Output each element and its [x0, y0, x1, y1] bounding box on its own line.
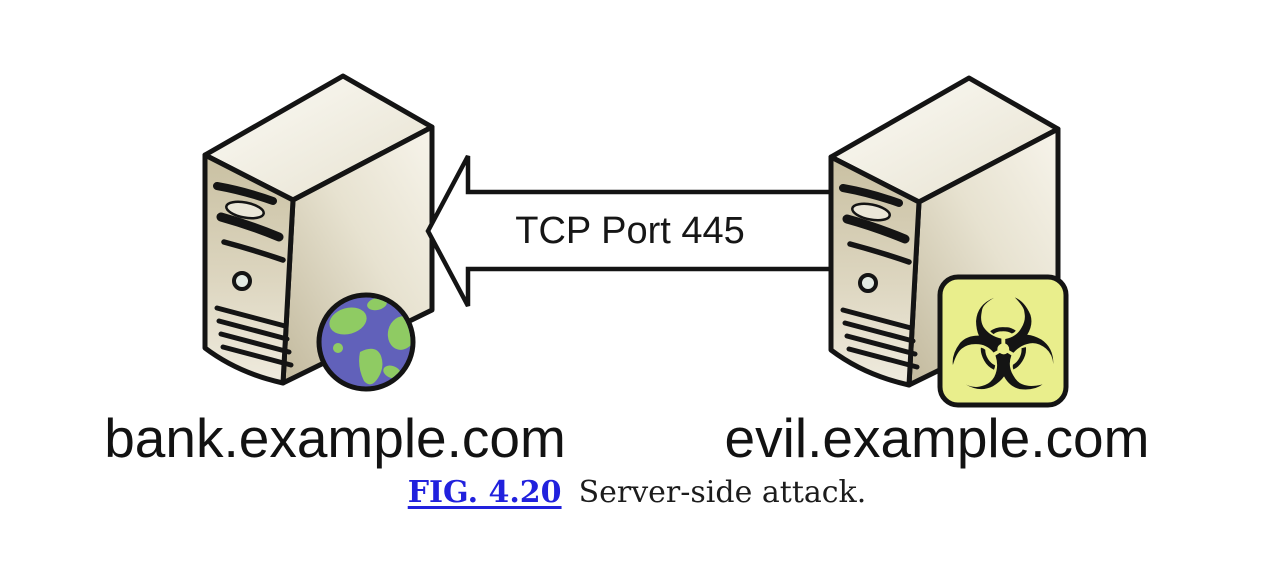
server-bank	[205, 76, 432, 392]
server-evil: ☣	[831, 78, 1069, 420]
biohazard-icon: ☣	[947, 273, 1060, 420]
globe-icon	[316, 292, 416, 392]
biohazard-badge: ☣	[937, 273, 1069, 420]
server-label-evil: evil.example.com	[724, 407, 1150, 469]
server-label-bank: bank.example.com	[104, 407, 566, 469]
figure-caption: FIG. 4.20 Server-side attack.	[0, 475, 1274, 510]
figure-ref-link[interactable]: FIG. 4.20	[407, 475, 562, 510]
caption-text: Server-side attack.	[578, 475, 867, 510]
arrow-label: TCP Port 445	[515, 210, 745, 252]
